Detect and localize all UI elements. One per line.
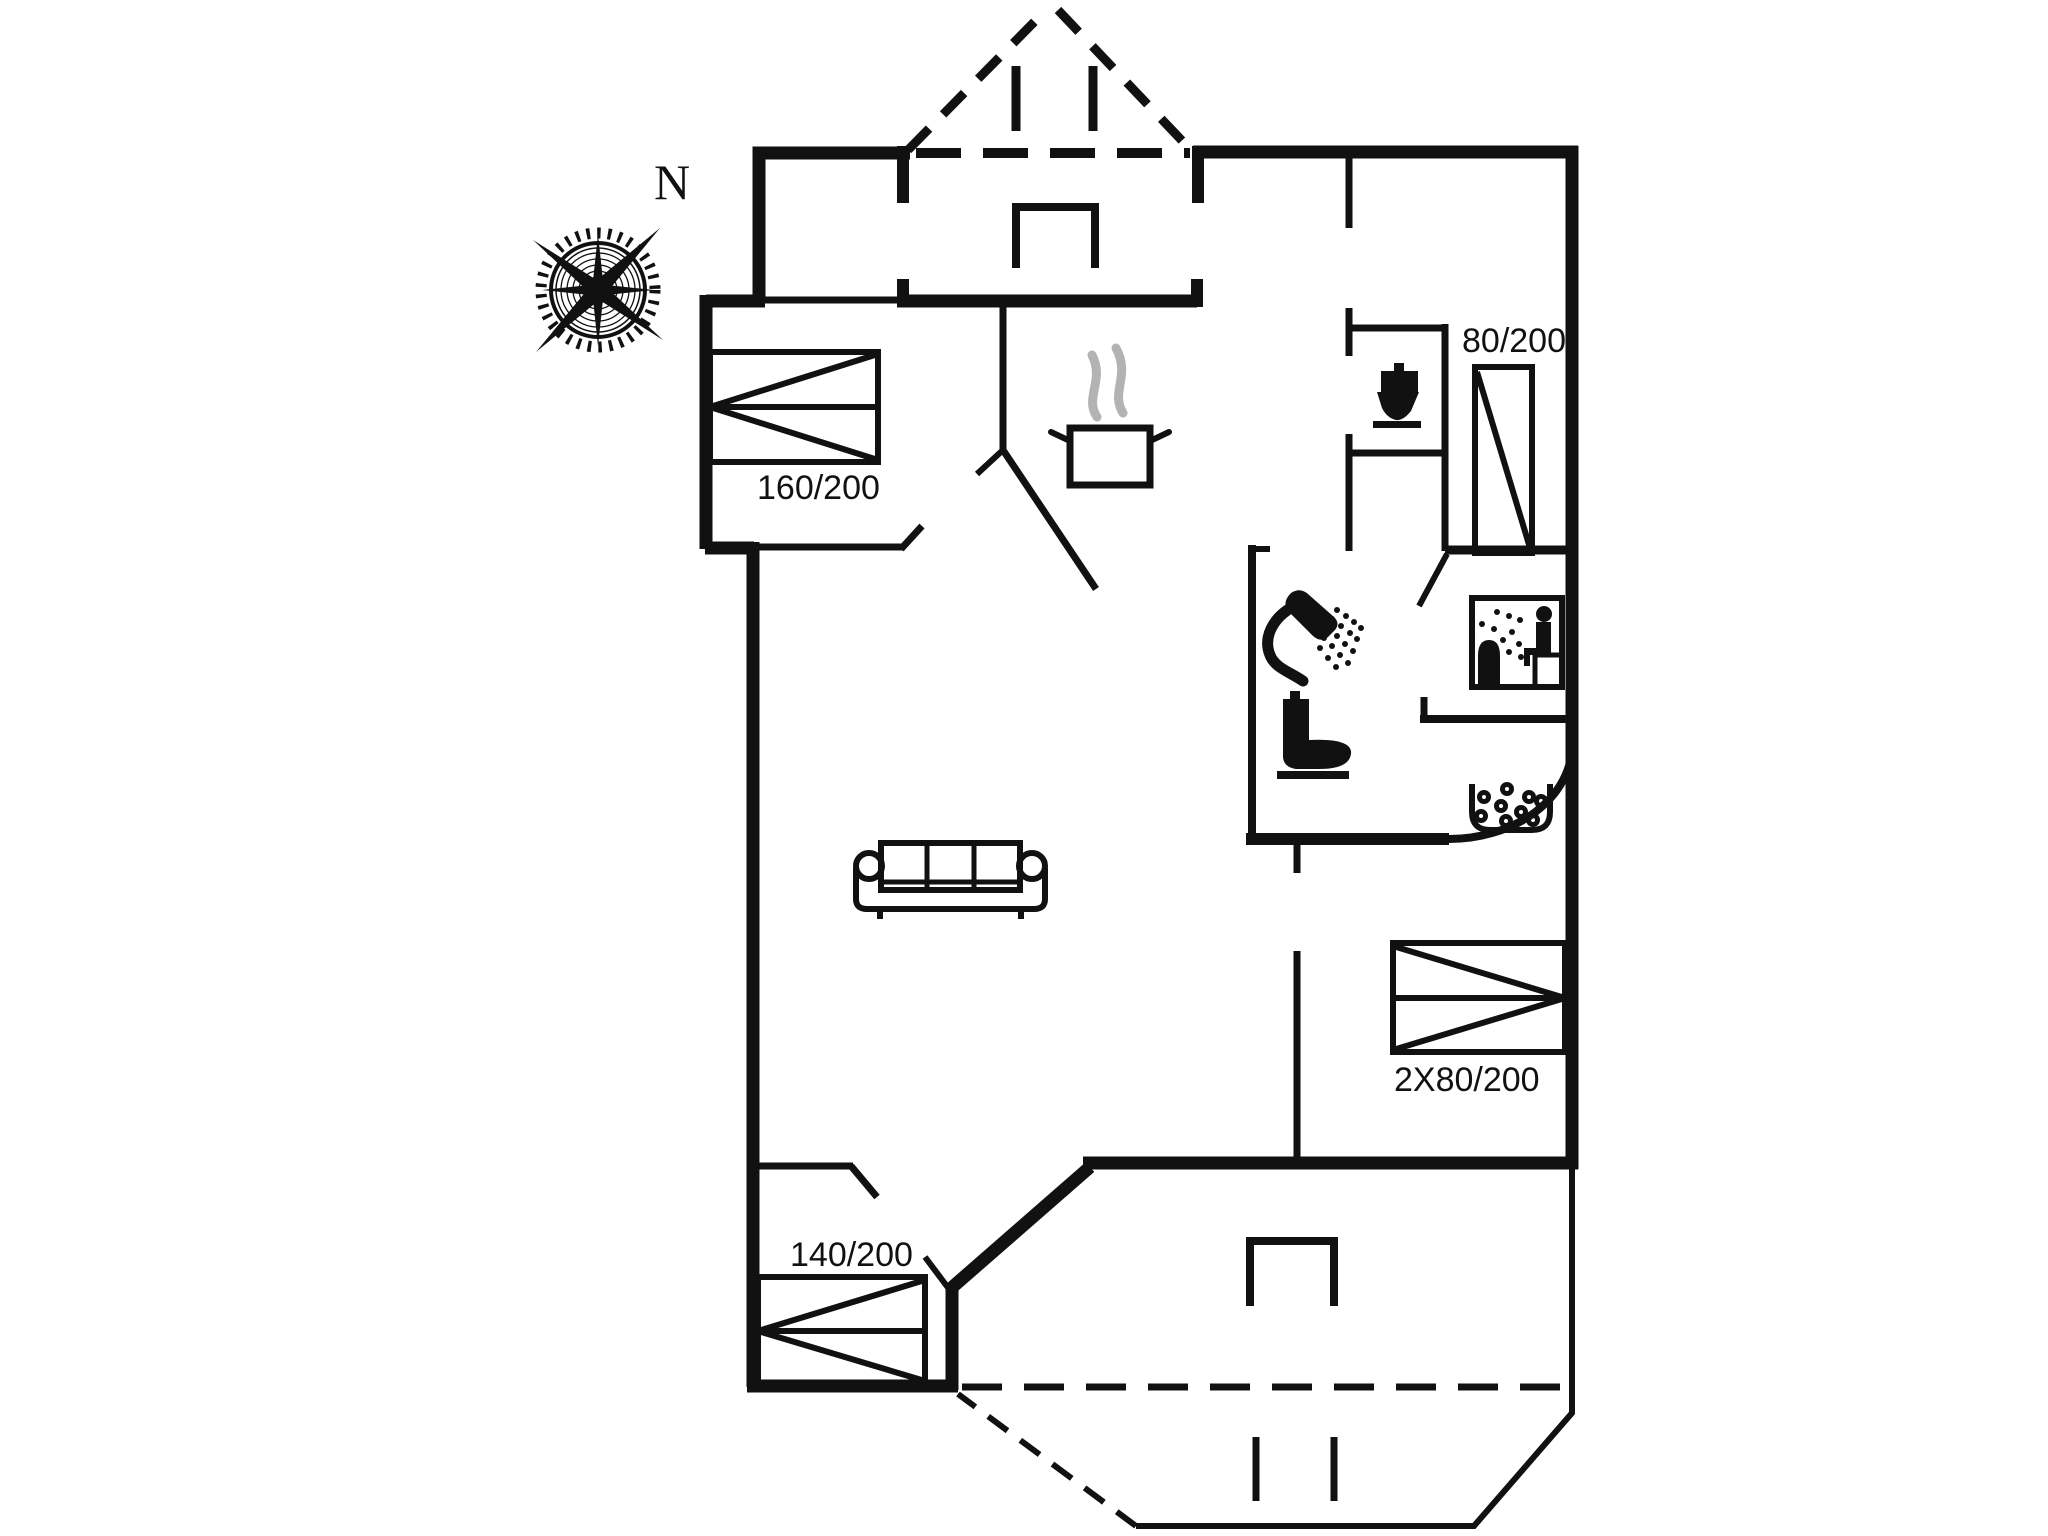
steam-icon bbox=[1087, 350, 1102, 422]
porch-posts bbox=[1011, 66, 1098, 131]
spray-dots bbox=[1317, 607, 1364, 670]
sofa-icon bbox=[853, 840, 1048, 919]
sauna-heater bbox=[1478, 640, 1500, 684]
shower-spray-icon bbox=[1262, 590, 1364, 687]
sauna-steam-dots bbox=[1479, 609, 1524, 660]
steam-icon bbox=[1111, 343, 1128, 418]
bed-80-symbol bbox=[1472, 364, 1535, 556]
whirlpool-bubbles bbox=[1474, 782, 1548, 828]
terrace-outline bbox=[1136, 1169, 1575, 1529]
front-door-steps bbox=[1012, 203, 1099, 268]
door-swing bbox=[1000, 448, 1099, 591]
bed-2x80-symbol bbox=[1390, 940, 1568, 1055]
sauna-person bbox=[1524, 606, 1552, 666]
door-swing bbox=[974, 447, 1006, 477]
whirlpool-corner-arc bbox=[1446, 744, 1576, 844]
gable-left-slope bbox=[904, 8, 1048, 154]
bed-label-80: 80/200 bbox=[1462, 322, 1566, 360]
sauna-bench bbox=[1532, 652, 1562, 687]
toilet-front-icon bbox=[1373, 363, 1421, 428]
wc-room-walls bbox=[1349, 324, 1449, 551]
door-swing bbox=[922, 1255, 952, 1291]
south-terrace bbox=[956, 1169, 1575, 1529]
gable-right-slope bbox=[1054, 6, 1192, 151]
terrace-dashed-corner bbox=[956, 1391, 1138, 1529]
whirlpool-icon bbox=[1469, 782, 1553, 833]
bed-label-2x80: 2X80/200 bbox=[1394, 1061, 1540, 1099]
bed-label-160: 160/200 bbox=[757, 469, 880, 507]
sauna-icon bbox=[1469, 595, 1565, 690]
compass-rose-icon bbox=[533, 227, 663, 353]
door-swing bbox=[1416, 552, 1450, 608]
entrance-porch bbox=[904, 6, 1192, 268]
bed-140-symbol bbox=[755, 1274, 928, 1387]
bed-160-symbol bbox=[707, 349, 881, 465]
terrace-posts bbox=[1252, 1437, 1338, 1501]
terrace-door-steps bbox=[1246, 1237, 1338, 1306]
steaming-pot-icon bbox=[1048, 343, 1172, 489]
interior-walls bbox=[706, 158, 1578, 1291]
north-label: N bbox=[654, 154, 690, 210]
toilet-side-icon bbox=[1277, 691, 1352, 779]
door-swing bbox=[898, 523, 925, 552]
door-swing bbox=[848, 1163, 880, 1200]
bed-label-140: 140/200 bbox=[790, 1236, 913, 1274]
